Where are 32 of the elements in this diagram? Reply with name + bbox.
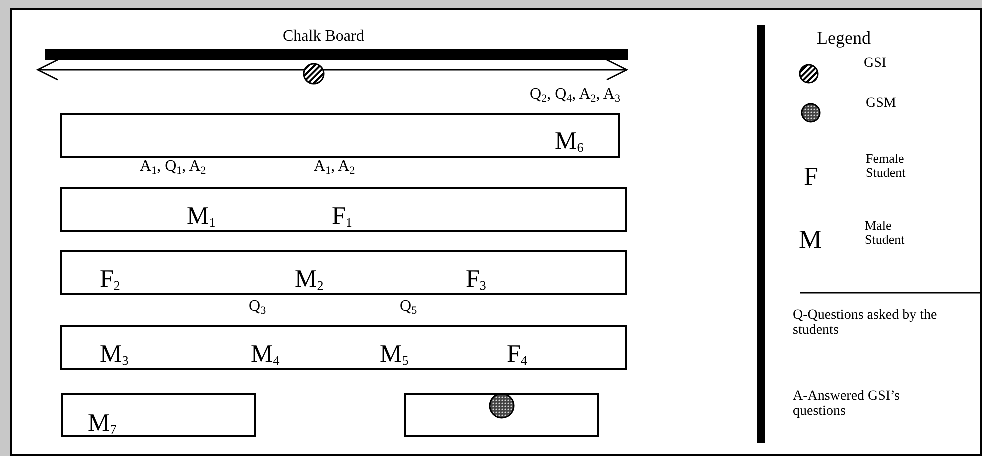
- student-label: F$_{1}$: [332, 204, 352, 229]
- legend-text: GSM: [866, 96, 898, 112]
- legend-text: A-Answered GSI’s questions: [793, 389, 901, 420]
- student-label: M$_{5}$: [380, 342, 409, 367]
- legend-text: Male Student: [865, 219, 906, 248]
- student-label: M$_{7}$: [88, 411, 117, 436]
- interaction-label: A$_{1}$, A$_{2}$: [314, 159, 356, 177]
- interaction-label: Q$_{5}$: [400, 299, 418, 317]
- interaction-label: Q$_{3}$: [249, 299, 266, 317]
- student-label: M$_{4}$: [251, 342, 280, 367]
- student-label: F$_{2}$: [100, 267, 120, 292]
- seat-row-box: [60, 325, 627, 370]
- student-label: M$_{3}$: [100, 342, 129, 367]
- seat-row-box: [60, 187, 627, 232]
- legend-symbol: M: [799, 227, 822, 253]
- seat-row-box: [61, 393, 256, 437]
- legend-text: Q-Questions asked by the students: [793, 308, 938, 339]
- legend-symbol: F: [804, 164, 818, 190]
- student-label: M$_{2}$: [295, 267, 324, 292]
- interaction-label: A$_{1}$, Q$_{1}$, A$_{2}$: [140, 159, 206, 177]
- legend-title: Legend: [817, 29, 871, 47]
- interaction-label: Q$_{2}$, Q$_{4}$, A$_{2}$, A$_{3}$: [530, 87, 620, 105]
- student-label: M$_{1}$: [187, 204, 216, 229]
- student-label: F$_{4}$: [507, 342, 528, 367]
- legend-text: GSI: [864, 56, 888, 72]
- seat-row-box: [60, 113, 620, 158]
- legend-text: Female Student: [866, 152, 907, 181]
- seat-row-box: [60, 250, 627, 295]
- seat-row-box: [404, 393, 599, 437]
- board-label: Chalk Board: [283, 29, 364, 45]
- student-label: M$_{6}$: [555, 129, 584, 154]
- student-label: F$_{3}$: [466, 267, 486, 292]
